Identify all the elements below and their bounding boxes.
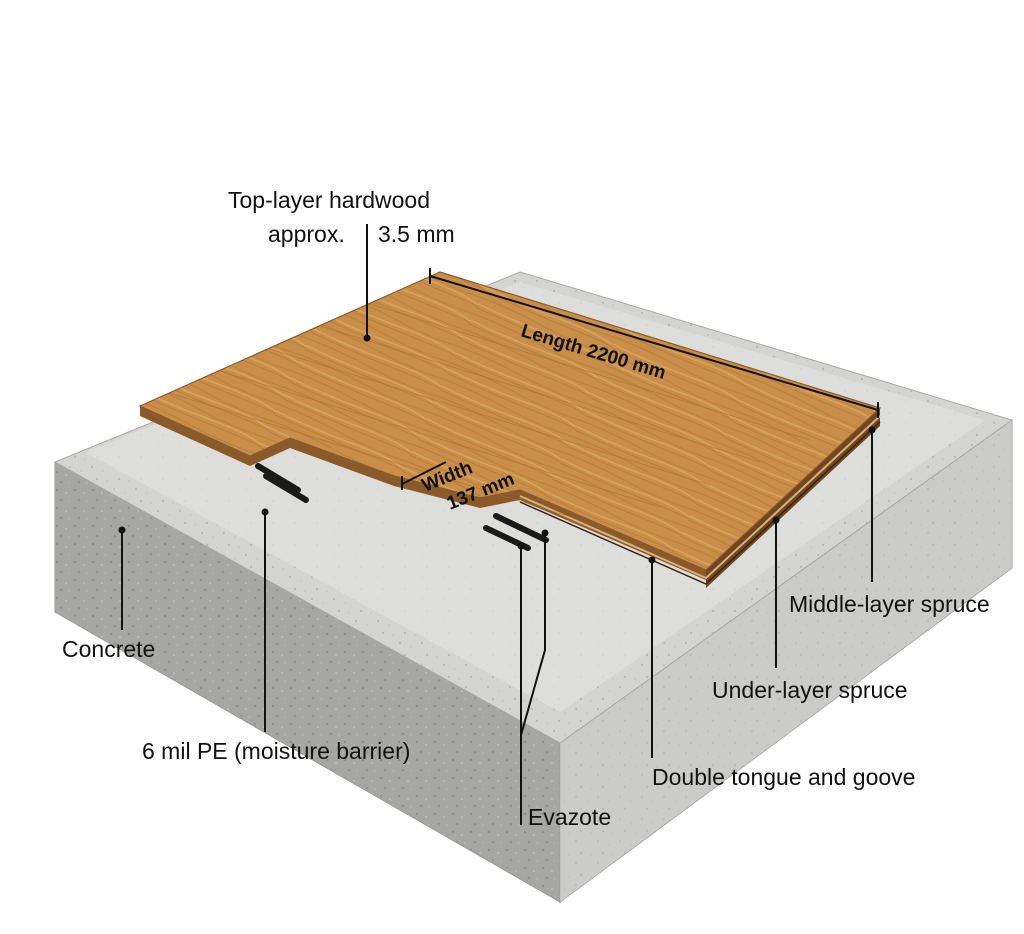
- leader-dots: [118, 334, 876, 564]
- label-evazote: Evazote: [528, 804, 612, 830]
- label-middle-layer: Middle-layer spruce: [789, 591, 990, 617]
- leader-evazote-2: [520, 533, 546, 736]
- label-top-layer-approx: approx.: [268, 221, 345, 247]
- label-pe-barrier: 6 mil PE (moisture barrier): [142, 738, 411, 764]
- label-under-layer: Under-layer spruce: [712, 677, 908, 703]
- label-concrete: Concrete: [62, 636, 156, 662]
- label-top-layer-value: 3.5 mm: [378, 221, 455, 247]
- label-top-layer: Top-layer hardwood: [228, 187, 431, 213]
- wood-floor: [138, 271, 882, 588]
- label-double-tongue: Double tongue and goove: [652, 764, 916, 790]
- leader-lines: [121, 224, 873, 825]
